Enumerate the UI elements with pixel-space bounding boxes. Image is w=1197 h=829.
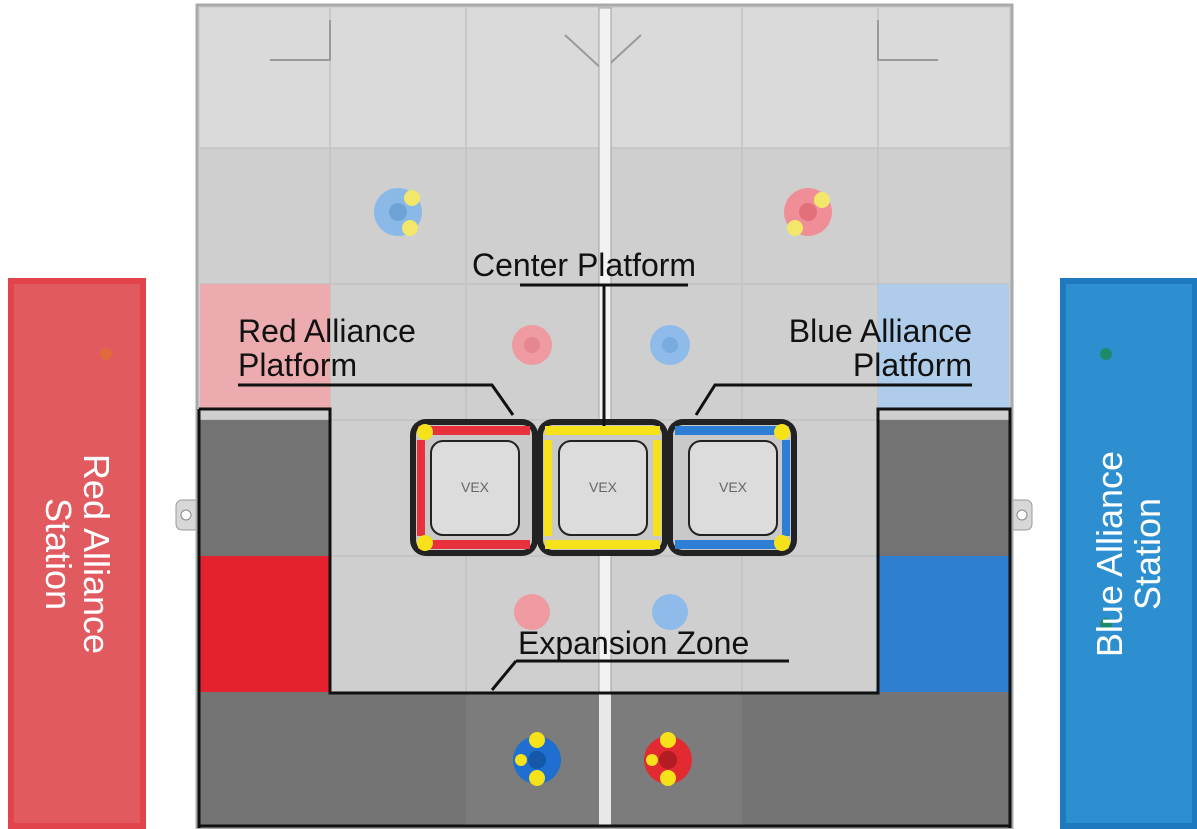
blue-goal-bottom — [513, 732, 561, 786]
blue-alliance-platform-label: Blue Alliance Platform — [788, 313, 972, 383]
red-alliance-platform-label: Red Alliance Platform — [238, 313, 416, 383]
blue-platform-zone — [878, 284, 1009, 408]
neutral-goals-faded — [512, 325, 690, 630]
expansion-zone-label: Expansion Zone — [518, 625, 750, 661]
red-goal-bottom — [644, 732, 692, 786]
blue-alliance-tile — [878, 556, 1009, 692]
svg-text:VEX: VEX — [461, 479, 490, 495]
red-alliance-station: Red Alliance Station — [8, 278, 146, 829]
svg-text:VEX: VEX — [719, 479, 748, 495]
leader-lines — [238, 283, 972, 691]
station-marker-dot — [1100, 618, 1112, 630]
red-platform-zone — [200, 284, 330, 408]
blue-alliance-station: Blue Alliance Station — [1060, 278, 1197, 829]
red-alliance-tile — [200, 556, 330, 692]
station-marker-dot — [1100, 348, 1112, 360]
station-marker-dot — [100, 348, 112, 360]
red-goal-faded-top — [784, 188, 832, 236]
svg-text:VEX: VEX — [589, 479, 618, 495]
blue-goal-faded-top — [374, 188, 422, 236]
platforms: VEX VEX VEX — [410, 419, 797, 556]
expansion-zone-outline — [199, 407, 1012, 828]
center-platform-label: Center Platform — [472, 247, 697, 283]
